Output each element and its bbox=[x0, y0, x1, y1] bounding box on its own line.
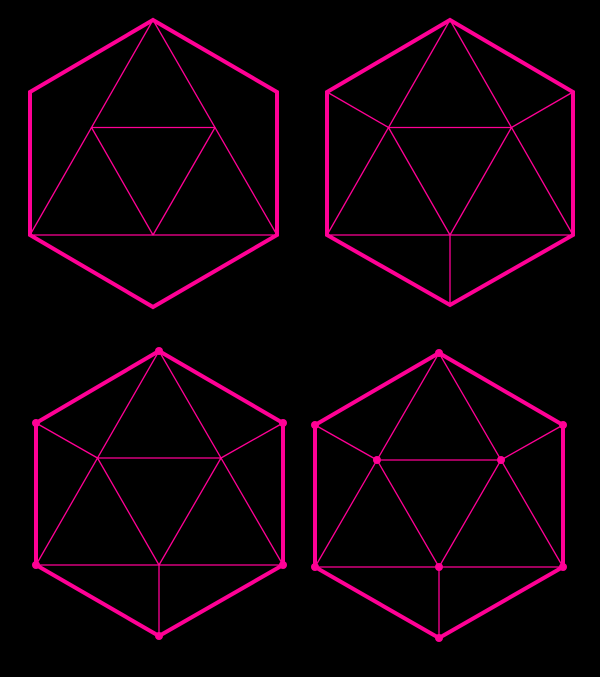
vertex-dot-outer-3 bbox=[559, 563, 567, 571]
vertex-dot-outer-4 bbox=[155, 632, 163, 640]
vertex-dot-outer-1 bbox=[155, 347, 163, 355]
inner-triangle-left-edge bbox=[96, 457, 160, 566]
outer-hexagon bbox=[28, 17, 279, 310]
vertex-dot-outer-6 bbox=[311, 421, 319, 429]
vertex-dot-outer-6 bbox=[32, 419, 40, 427]
vertex-dot-inner-right bbox=[497, 456, 505, 464]
hexagon-subdivision-3 bbox=[32, 347, 287, 640]
vertex-dot-inner-left bbox=[373, 456, 381, 464]
connector-upper-right bbox=[500, 424, 564, 461]
vertex-dot-outer-2 bbox=[279, 419, 287, 427]
vertex-dot-outer-2 bbox=[559, 421, 567, 429]
inner-triangle-left-edge bbox=[90, 126, 154, 236]
inner-triangle-right-edge bbox=[158, 457, 222, 566]
connector-upper-left bbox=[326, 91, 390, 129]
vertex-dot-outer-3 bbox=[279, 561, 287, 569]
vertex-dot-outer-4 bbox=[435, 634, 443, 642]
hexagon-subdivision-4 bbox=[311, 349, 567, 642]
vertex-dot-outer-5 bbox=[32, 561, 40, 569]
hexagon-subdivision-1 bbox=[28, 17, 279, 310]
inner-triangle-right-edge bbox=[438, 459, 502, 568]
hexagon-subdivision-2 bbox=[325, 17, 575, 308]
inner-triangle-right-edge bbox=[152, 126, 216, 236]
connector-upper-right bbox=[510, 91, 574, 129]
inner-triangle-left-edge bbox=[387, 126, 451, 236]
connector-upper-right bbox=[220, 422, 284, 459]
vertex-dot-outer-1 bbox=[435, 349, 443, 357]
inner-triangle-right-edge bbox=[449, 126, 513, 236]
connector-upper-left bbox=[314, 424, 378, 461]
vertex-dot-inner-bottom bbox=[435, 563, 443, 571]
inner-triangle-left-edge bbox=[376, 459, 440, 568]
vertex-dot-outer-5 bbox=[311, 563, 319, 571]
connector-upper-left bbox=[35, 422, 99, 459]
